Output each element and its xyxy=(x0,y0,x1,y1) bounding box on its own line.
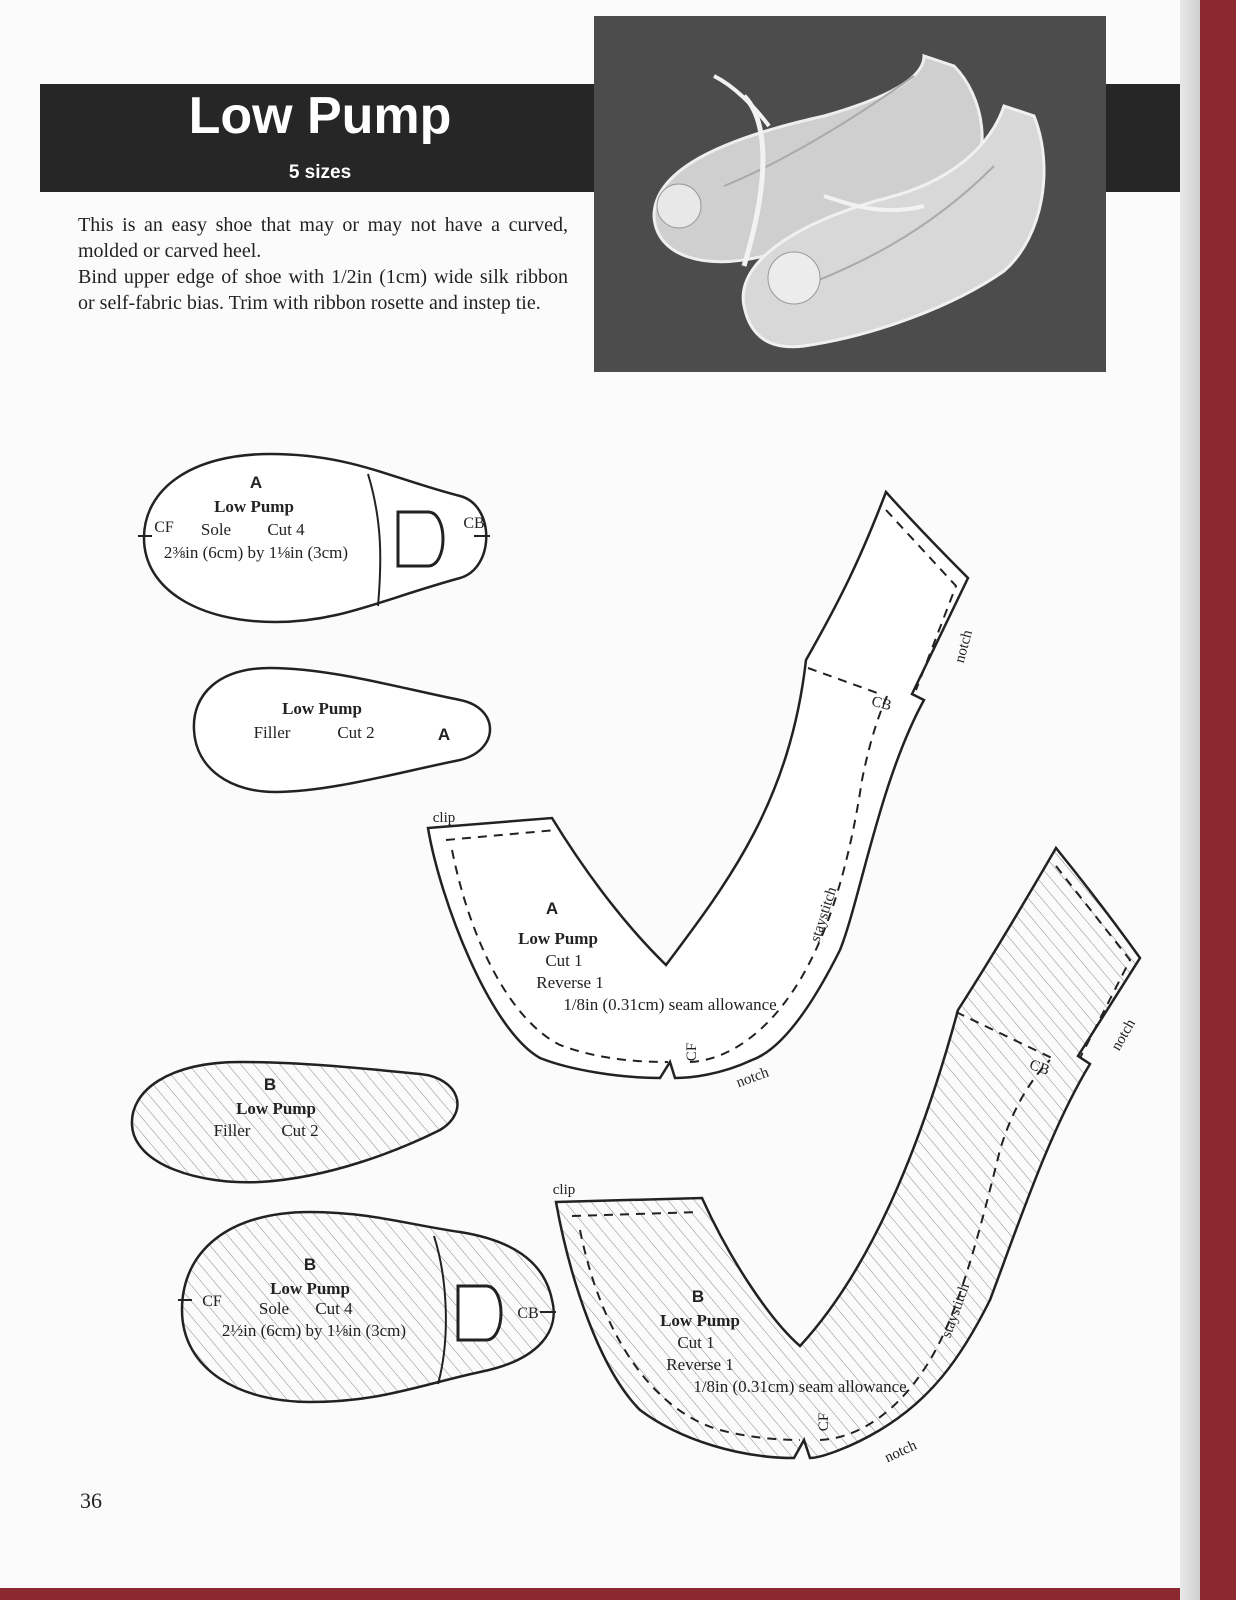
upper-a-reverse: Reverse 1 xyxy=(536,973,604,992)
sole-a-piece: A Low Pump Sole Cut 4 2⅜in (6cm) by 1⅛in… xyxy=(138,452,490,624)
upper-a-cb: CB xyxy=(870,694,893,715)
sole-a-cut: Cut 4 xyxy=(267,520,305,539)
upper-a-notch-bottom: notch xyxy=(734,1064,771,1091)
page-number: 36 xyxy=(80,1488,102,1513)
sole-b-cut: Cut 4 xyxy=(315,1299,353,1318)
upper-a-notch-side: notch xyxy=(952,628,976,665)
upper-a-letter: A xyxy=(546,899,558,918)
upper-b-notch-bottom: notch xyxy=(882,1437,919,1466)
upper-a-cut: Cut 1 xyxy=(545,951,582,970)
upper-b-cut: Cut 1 xyxy=(677,1333,714,1352)
sole-a-name: Low Pump xyxy=(214,497,294,516)
sole-a-cb: CB xyxy=(463,515,484,532)
filler-a-cut: Cut 2 xyxy=(337,723,374,742)
upper-b-cb: CB xyxy=(1027,1057,1051,1079)
upper-b-seam: 1/8in (0.31cm) seam allowance xyxy=(693,1377,906,1396)
sole-b-piece: B Low Pump Sole Cut 4 2½in (6cm) by 1⅛in… xyxy=(178,1210,556,1404)
intro-line-2: Bind upper edge of shoe with 1/2in (1cm)… xyxy=(78,266,568,314)
sole-b-cf: CF xyxy=(202,1293,222,1310)
upper-a-clip: clip xyxy=(433,810,456,826)
filler-b-piece-label: Filler xyxy=(214,1121,251,1140)
upper-b-cf: CF xyxy=(816,1413,832,1431)
upper-b-letter: B xyxy=(692,1287,704,1306)
upper-b-clip: clip xyxy=(553,1182,576,1198)
upper-a-name: Low Pump xyxy=(518,929,598,948)
sole-b-letter: B xyxy=(304,1255,316,1274)
filler-b-cut: Cut 2 xyxy=(281,1121,318,1140)
sole-b-cb: CB xyxy=(517,1305,538,1322)
intro-line-1: This is an easy shoe that may or may not… xyxy=(78,214,568,262)
filler-a-name: Low Pump xyxy=(282,699,362,718)
upper-a-cf: CF xyxy=(684,1043,700,1061)
filler-b-piece: B Low Pump Filler Cut 2 xyxy=(130,1060,459,1184)
sole-a-piece-label: Sole xyxy=(201,520,231,539)
upper-b-notch-side: notch xyxy=(1108,1016,1139,1053)
sole-a-cf: CF xyxy=(154,519,174,536)
filler-a-piece-label: Filler xyxy=(254,723,291,742)
sole-a-size: 2⅜in (6cm) by 1⅛in (3cm) xyxy=(164,543,348,562)
upper-b-reverse: Reverse 1 xyxy=(666,1355,734,1374)
upper-a-piece: clip A Low Pump Cut 1 Reverse 1 1/8in (0… xyxy=(426,489,976,1091)
filler-b-name: Low Pump xyxy=(236,1099,316,1118)
sole-b-piece-label: Sole xyxy=(259,1299,289,1318)
upper-a-seam: 1/8in (0.31cm) seam allowance xyxy=(563,995,776,1014)
sole-b-size: 2½in (6cm) by 1⅛in (3cm) xyxy=(222,1321,406,1340)
page-title: Low Pump xyxy=(188,87,452,145)
filler-a-letter: A xyxy=(438,725,450,744)
sole-b-name: Low Pump xyxy=(270,1279,350,1298)
filler-a-piece: Low Pump Filler Cut 2 A xyxy=(192,666,492,794)
upper-b-piece: clip B Low Pump Cut 1 Reverse 1 1/8in (0… xyxy=(553,845,1142,1466)
page-edge xyxy=(1180,0,1200,1600)
sole-a-letter: A xyxy=(250,473,262,492)
intro-text: This is an easy shoe that may or may not… xyxy=(78,212,568,316)
sizes-subtitle: 5 sizes xyxy=(288,162,352,183)
filler-b-letter: B xyxy=(264,1075,276,1094)
upper-b-name: Low Pump xyxy=(660,1311,740,1330)
shoe-photo xyxy=(594,16,1106,372)
